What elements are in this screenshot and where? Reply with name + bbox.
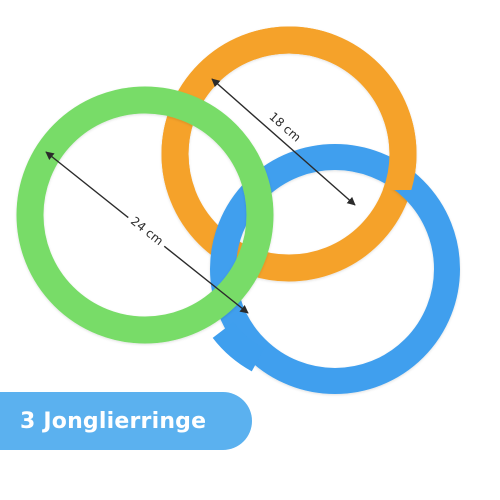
green-label-bg — [123, 209, 171, 253]
orange-label-bg — [261, 105, 309, 149]
blue-ring-overlap — [212, 321, 265, 372]
ring-count-badge: 3 Jonglierringe — [0, 392, 252, 450]
orange-diameter-line — [211, 78, 356, 206]
badge-text: 3 Jonglierringe — [20, 408, 207, 434]
green-ring — [16, 86, 274, 344]
